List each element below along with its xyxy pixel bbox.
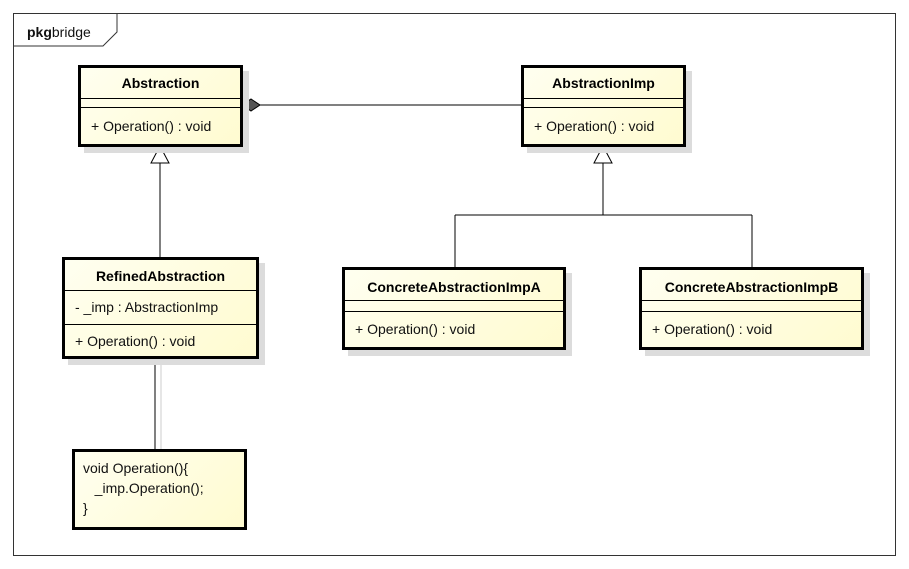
class-refined-abstraction[interactable]: RefinedAbstraction - _imp : AbstractionI… bbox=[62, 257, 259, 359]
class-abstraction[interactable]: Abstraction + Operation() : void bbox=[78, 65, 243, 147]
class-operation: + Operation() : void bbox=[534, 118, 655, 134]
composition-diamond-icon bbox=[241, 98, 261, 112]
class-name: ConcreteAbstractionImpB bbox=[642, 270, 861, 301]
class-abstraction-imp[interactable]: AbstractionImp + Operation() : void bbox=[521, 65, 686, 147]
class-operation: + Operation() : void bbox=[652, 321, 773, 337]
generalization-arrow-icon bbox=[150, 144, 170, 164]
package-tab bbox=[13, 13, 118, 47]
class-concrete-abstraction-imp-a[interactable]: ConcreteAbstractionImpA + Operation() : … bbox=[342, 267, 566, 350]
class-name: RefinedAbstraction bbox=[65, 260, 256, 291]
generalization-arrow-icon bbox=[593, 144, 613, 164]
class-attributes bbox=[524, 99, 683, 108]
code-note[interactable]: void Operation(){ _imp.Operation(); } bbox=[72, 449, 247, 530]
class-operation: + Operation() : void bbox=[355, 321, 476, 337]
package-keyword: pkg bbox=[27, 24, 52, 40]
class-operation: + Operation() : void bbox=[75, 333, 196, 349]
class-name: AbstractionImp bbox=[524, 68, 683, 99]
class-attributes bbox=[642, 301, 861, 312]
class-operation: + Operation() : void bbox=[91, 118, 212, 134]
package-name: bridge bbox=[51, 24, 91, 40]
class-name: Abstraction bbox=[81, 68, 240, 99]
class-name: ConcreteAbstractionImpA bbox=[345, 270, 563, 301]
class-attribute: - _imp : AbstractionImp bbox=[65, 291, 256, 325]
class-attributes bbox=[81, 99, 240, 108]
class-attributes bbox=[345, 301, 563, 312]
package-label: pkgbridge bbox=[27, 24, 91, 40]
package-frame bbox=[13, 13, 896, 556]
class-concrete-abstraction-imp-b[interactable]: ConcreteAbstractionImpB + Operation() : … bbox=[639, 267, 864, 350]
